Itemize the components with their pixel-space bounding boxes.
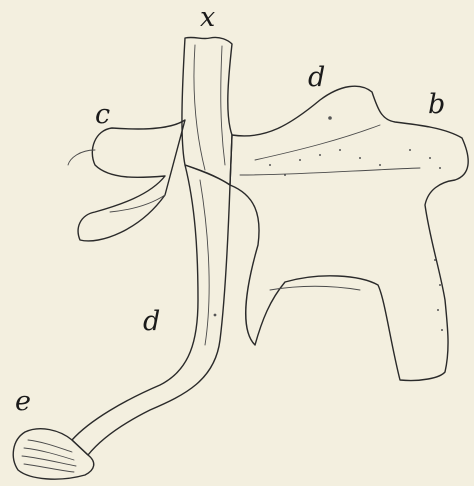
label-d-top: d: [308, 62, 325, 93]
label-d-left: d: [143, 306, 160, 337]
bulb-striations: [22, 440, 76, 472]
label-x: x: [200, 2, 215, 33]
label-e: e: [15, 386, 31, 417]
label-b: b: [428, 89, 445, 120]
left-hook: [78, 120, 185, 241]
stipple: [214, 116, 443, 331]
right-lobe: [230, 86, 468, 380]
left-flap: [68, 150, 165, 212]
label-c: c: [95, 99, 110, 130]
